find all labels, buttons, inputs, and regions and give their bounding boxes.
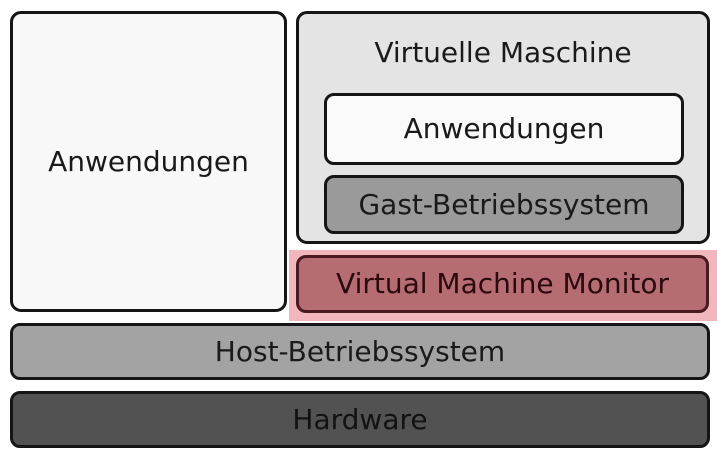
- hardware-box: Hardware: [10, 391, 710, 448]
- host-os-label: Host-Betriebssystem: [214, 334, 506, 368]
- virtual-machine-title: Virtuelle Maschine: [374, 36, 632, 69]
- host-applications-label: Anwendungen: [48, 144, 249, 178]
- guest-applications-box: Anwendungen: [324, 93, 684, 165]
- host-applications-box: Anwendungen: [10, 11, 287, 312]
- host-os-box: Host-Betriebssystem: [10, 323, 710, 380]
- guest-os-box: Gast-Betriebssystem: [324, 175, 684, 234]
- virtual-machine-box: Virtuelle Maschine Anwendungen Gast-Betr…: [296, 11, 710, 244]
- guest-os-label: Gast-Betriebssystem: [358, 187, 650, 221]
- vmm-label: Virtual Machine Monitor: [336, 267, 669, 300]
- hardware-label: Hardware: [292, 402, 428, 436]
- vmm-box: Virtual Machine Monitor: [296, 255, 709, 313]
- guest-applications-label: Anwendungen: [403, 112, 605, 145]
